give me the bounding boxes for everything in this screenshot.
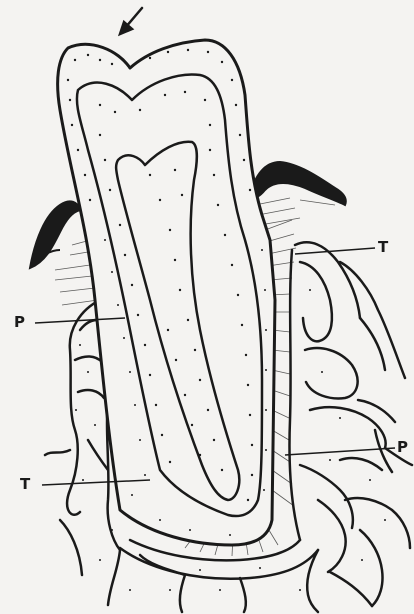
gingiva-right bbox=[250, 162, 346, 205]
label-t-upper: T bbox=[378, 238, 388, 256]
leader-t-upper bbox=[295, 248, 375, 254]
leader-p-right bbox=[285, 448, 395, 455]
gingiva-left bbox=[30, 201, 80, 268]
arrow-icon bbox=[120, 8, 142, 34]
label-p-right: P bbox=[397, 438, 408, 456]
label-p-left: P bbox=[14, 313, 25, 331]
label-t-lower: T bbox=[20, 475, 30, 493]
